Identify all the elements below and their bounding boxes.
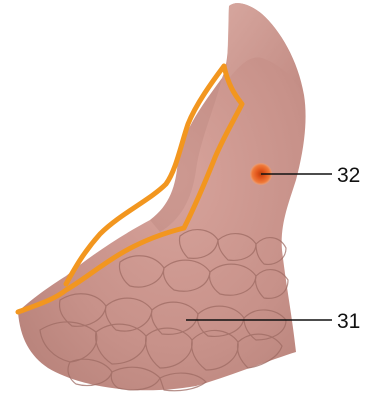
callout-label-32: 32 [337,164,360,187]
callout-label-31: 31 [337,310,360,333]
tissue-body [18,3,306,390]
